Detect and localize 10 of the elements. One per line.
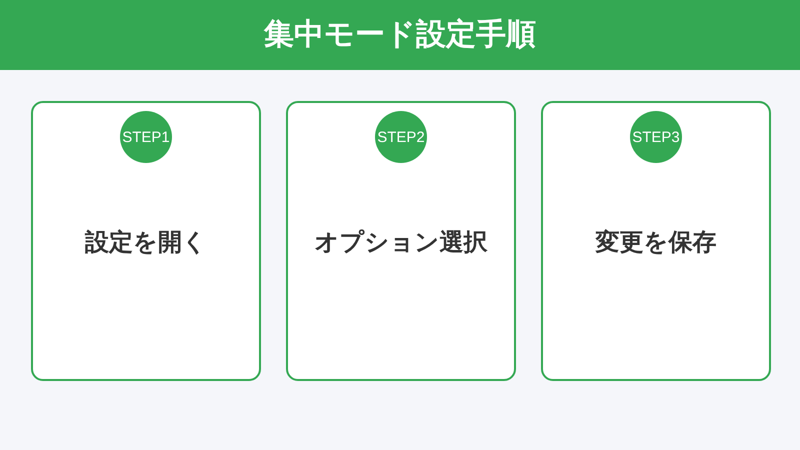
title: 集中モード設定手順: [264, 17, 536, 53]
step-card: [286, 101, 516, 381]
step-card: [541, 101, 771, 381]
step-label: オプション選択: [314, 227, 488, 257]
step-label: 設定を開く: [85, 227, 207, 257]
step-card: [31, 101, 261, 381]
step-label: 変更を保存: [596, 227, 716, 257]
step-badge: STEP1: [120, 111, 172, 163]
step-badge: STEP2: [375, 111, 427, 163]
step-badge: STEP3: [630, 111, 682, 163]
